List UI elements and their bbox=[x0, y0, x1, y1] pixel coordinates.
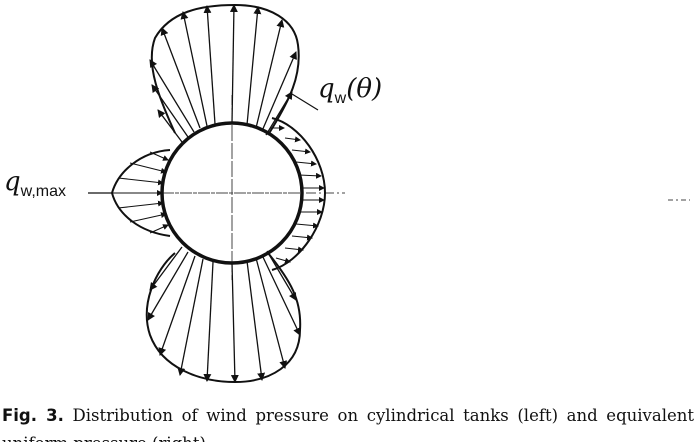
centerlines-inner bbox=[164, 125, 300, 261]
tank-cross-section bbox=[160, 121, 304, 265]
label-qw-theta: qw(θ) bbox=[318, 74, 382, 107]
label-qw-max: qw,max bbox=[4, 167, 66, 200]
leader-line-qw-theta bbox=[291, 93, 319, 111]
figure-caption: Fig. 3. Distribution of wind pressure on… bbox=[2, 402, 694, 442]
wind-pressure-diagram: qw(θ) qw,max bbox=[4, 3, 690, 384]
caption-text-line-2: uniform pressure (right). bbox=[2, 434, 211, 442]
leeward-pressure-band bbox=[271, 117, 327, 271]
caption-text-line-1: Distribution of wind pressure on cylindr… bbox=[72, 406, 694, 425]
caption-line-2: uniform pressure (right). bbox=[2, 430, 694, 442]
top-arrows bbox=[149, 4, 297, 143]
leeward-arrows bbox=[270, 125, 325, 264]
windward-arrows bbox=[112, 151, 169, 234]
bottom-arrows bbox=[147, 246, 301, 383]
caption-figure-label: Fig. 3. bbox=[2, 406, 64, 425]
bottom-pressure-lobe bbox=[145, 252, 302, 384]
caption-line-1: Fig. 3. Distribution of wind pressure on… bbox=[2, 402, 694, 430]
